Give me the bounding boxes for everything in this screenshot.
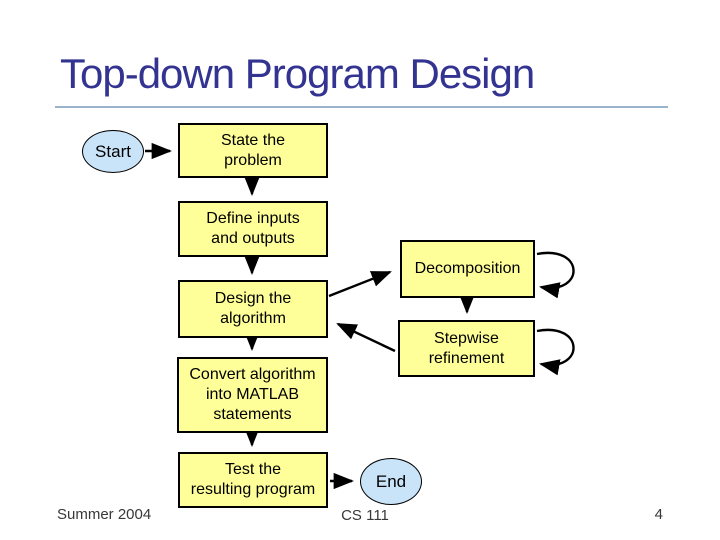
page-title: Top-down Program Design xyxy=(60,50,535,97)
node-define-inputs-outputs-label: Define inputs and outputs xyxy=(206,210,300,247)
node-state-problem-label: State the problem xyxy=(220,131,286,169)
self-loop-decomposition xyxy=(536,251,575,299)
arrow-design-to-decomposition xyxy=(328,270,392,298)
node-decomposition-label: Decomposition xyxy=(414,260,521,277)
flowchart-node-end: End xyxy=(360,458,422,505)
node-stepwise-refinement-label: Stepwise refinement xyxy=(428,329,505,367)
flowchart-node-start: Start xyxy=(82,130,144,173)
flowchart-node-convert-matlab: Convert algorithm into MATLAB statements xyxy=(177,357,328,433)
flowchart-node-decomposition: Decomposition xyxy=(400,240,535,298)
footer-date: Summer 2004 xyxy=(57,506,152,523)
flowchart-node-stepwise-refinement: Stepwise refinement xyxy=(398,320,535,377)
node-convert-matlab-label: Convert algorithm into MATLAB statements xyxy=(189,366,316,423)
flowchart-node-state-problem: State the problem xyxy=(178,123,328,178)
title-divider xyxy=(55,106,668,108)
flowchart-node-design-algorithm: Design the algorithm xyxy=(178,280,328,338)
footer-page-number: 4 xyxy=(654,506,663,523)
node-test-program-label: Test the resulting program xyxy=(190,461,316,498)
flowchart-node-test-program: Test the resulting program xyxy=(178,452,328,508)
node-start-label: Start xyxy=(95,141,131,161)
node-design-algorithm-label: Design the algorithm xyxy=(214,290,292,327)
arrow-stepwise-to-design xyxy=(336,322,396,353)
footer-course: CS 111 xyxy=(341,507,389,524)
self-loop-stepwise xyxy=(536,328,575,376)
node-end-label: End xyxy=(375,471,407,491)
flowchart-node-define-inputs-outputs: Define inputs and outputs xyxy=(178,201,328,257)
